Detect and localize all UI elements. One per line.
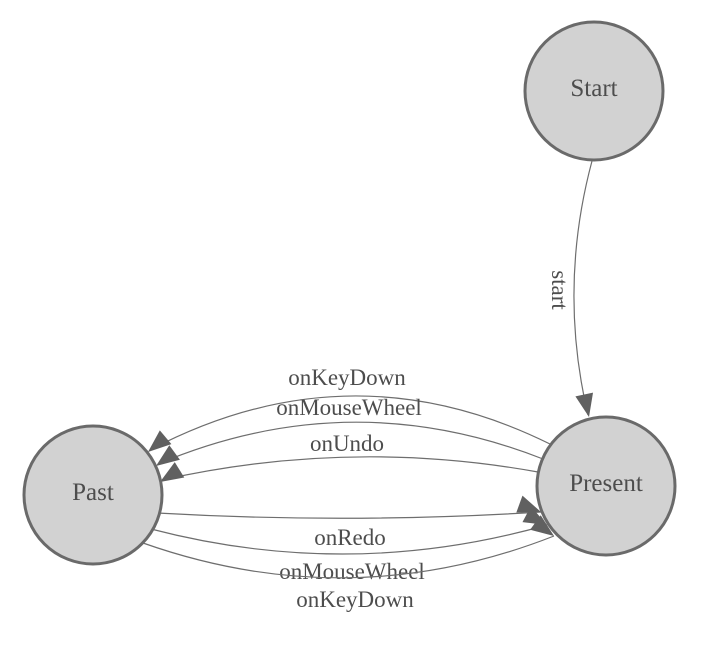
edge-past-to-present-onredo-path[interactable]	[156, 511, 542, 519]
arrowhead-icon	[575, 392, 594, 417]
node-start-label: Start	[570, 75, 617, 102]
edge-past-to-present-onmousewheel-path[interactable]	[150, 524, 548, 555]
edge-present-to-past-onkeydown: onKeyDown	[148, 365, 551, 452]
arrowhead-icon	[530, 515, 554, 536]
edge-past-to-present-onkeydown: onKeyDown	[142, 515, 555, 612]
node-start-circle[interactable]	[523, 20, 665, 162]
edge-present-to-past-onundo: onUndo	[160, 431, 539, 482]
edge-label-start: start	[547, 270, 572, 310]
edge-label-onundo: onUndo	[310, 431, 384, 456]
arrowhead-icon	[156, 445, 180, 466]
arrowhead-icon	[148, 430, 172, 452]
edge-present-to-past-onmousewheel: onMouseWheel	[156, 395, 544, 466]
edge-start-to-present-path[interactable]	[573, 160, 593, 416]
node-present-label: Present	[569, 470, 643, 497]
edge-past-to-present-onredo: onRedo	[156, 495, 542, 550]
node-past-label: Past	[72, 479, 114, 506]
node-present[interactable]: Present	[535, 415, 677, 557]
edge-label-onmousewheel-top: onMouseWheel	[276, 395, 422, 420]
node-present-circle[interactable]	[535, 415, 677, 557]
arrowhead-icon	[516, 495, 541, 513]
edge-past-to-present-onmousewheel: onMouseWheel	[150, 506, 548, 584]
edge-label-onredo: onRedo	[314, 525, 386, 550]
edge-present-to-past-onmousewheel-path[interactable]	[157, 421, 544, 465]
edge-present-to-past-onkeydown-path[interactable]	[149, 395, 551, 451]
node-start[interactable]: Start	[523, 20, 665, 162]
edge-label-onkeydown-top: onKeyDown	[288, 365, 406, 390]
edge-label-onkeydown-bottom: onKeyDown	[296, 587, 414, 612]
node-past[interactable]: Past	[22, 424, 164, 566]
edge-label-onmousewheel-bottom: onMouseWheel	[279, 559, 425, 584]
edge-start-to-present: start	[547, 160, 594, 417]
edge-past-to-present-onkeydown-path[interactable]	[142, 535, 555, 579]
arrowhead-icon	[160, 462, 185, 482]
edge-present-to-past-onundo-path[interactable]	[161, 456, 539, 481]
node-past-circle[interactable]	[22, 424, 164, 566]
